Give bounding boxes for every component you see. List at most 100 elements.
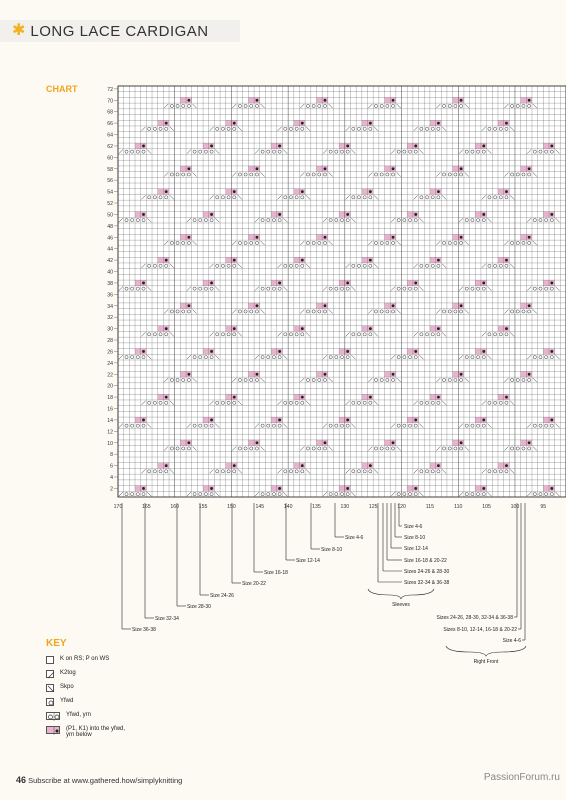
yfwd-mark bbox=[300, 126, 305, 131]
yfwd-mark bbox=[141, 286, 146, 291]
dot-mark bbox=[550, 350, 554, 353]
yfwd-mark bbox=[289, 400, 293, 405]
stitch-number: 155 bbox=[199, 504, 208, 510]
asterisk-icon: ✱ bbox=[12, 22, 26, 39]
row-number: 14 bbox=[107, 418, 113, 424]
yfwd-mark bbox=[255, 446, 259, 451]
size-label: Sizes 8-10, 12-14, 16-18 & 20-22 bbox=[443, 627, 517, 633]
yfwd-mark bbox=[493, 126, 497, 131]
k2tog-mark bbox=[232, 377, 237, 383]
skpo-mark bbox=[487, 423, 492, 428]
k2tog-mark bbox=[300, 309, 305, 314]
front-title: Right Front bbox=[474, 659, 499, 665]
dot-mark bbox=[187, 98, 191, 102]
k2tog-mark bbox=[300, 172, 305, 177]
dot-mark bbox=[278, 144, 282, 148]
yfwd-mark bbox=[175, 241, 180, 245]
skpo-mark bbox=[237, 400, 243, 406]
yfwd-mark bbox=[402, 423, 407, 428]
yfwd-mark bbox=[447, 446, 452, 451]
k2tog-mark bbox=[526, 149, 532, 154]
yfwd-mark bbox=[289, 126, 293, 131]
dot-mark bbox=[437, 121, 440, 125]
skpo-mark bbox=[555, 149, 560, 154]
yfwd-mark bbox=[226, 400, 231, 405]
row-number: 8 bbox=[110, 452, 113, 458]
dot-mark bbox=[527, 372, 531, 376]
yfwd-mark bbox=[294, 469, 299, 474]
yfwd-mark bbox=[430, 332, 435, 337]
k2tog-mark bbox=[481, 195, 486, 200]
yfwd-mark bbox=[532, 218, 537, 222]
yfwd-mark bbox=[527, 309, 531, 314]
row-number: 16 bbox=[107, 407, 113, 413]
yfwd-mark bbox=[187, 241, 191, 245]
yfwd-mark bbox=[328, 149, 333, 154]
dot-mark bbox=[323, 441, 327, 445]
yfwd-mark bbox=[255, 104, 259, 108]
size-label: Sizes 32-34 & 36-38 bbox=[404, 580, 450, 586]
yfwd-mark bbox=[351, 195, 356, 200]
yfwd-mark bbox=[260, 423, 265, 428]
dot-mark bbox=[300, 121, 304, 125]
yfwd-mark bbox=[357, 195, 361, 200]
skpo-mark bbox=[396, 377, 401, 383]
skpo-mark bbox=[373, 400, 379, 406]
k2tog-mark bbox=[232, 103, 237, 109]
yfwd-mark bbox=[515, 241, 520, 245]
dot-mark bbox=[278, 418, 282, 422]
yfwd-mark bbox=[345, 492, 350, 496]
yfwd-mark bbox=[413, 492, 418, 496]
yfwd-mark bbox=[238, 446, 242, 451]
yfwd-mark bbox=[260, 286, 265, 291]
dot-mark bbox=[368, 327, 372, 331]
yfwd-mark bbox=[209, 149, 214, 154]
yfwd-mark bbox=[311, 172, 316, 177]
dot-mark bbox=[437, 464, 440, 468]
skpo-mark bbox=[509, 263, 515, 269]
yfwd-mark bbox=[351, 400, 356, 405]
yfwd-mark bbox=[215, 400, 220, 405]
yfwd-mark bbox=[368, 469, 373, 474]
k2tog-icon bbox=[46, 670, 55, 679]
yfwd-mark bbox=[170, 446, 174, 451]
yfwd-mark bbox=[135, 218, 140, 222]
yfwd-mark bbox=[130, 492, 135, 496]
yfwd-mark bbox=[300, 469, 305, 474]
yfwd-mark bbox=[447, 309, 452, 314]
k2tog-mark bbox=[390, 286, 396, 291]
yfwd-mark bbox=[130, 355, 135, 359]
k2tog-mark bbox=[345, 400, 350, 406]
yfwd-mark bbox=[493, 332, 497, 337]
yfwd-mark bbox=[521, 446, 526, 451]
yfwd-mark bbox=[124, 218, 129, 222]
yfwd-mark bbox=[396, 423, 401, 428]
yfwd-mark bbox=[357, 263, 361, 268]
front-brace bbox=[445, 645, 527, 657]
yfwd-mark bbox=[476, 218, 480, 222]
yfwd-mark bbox=[232, 126, 237, 131]
yfwd-mark bbox=[209, 355, 214, 359]
yfwd-mark bbox=[226, 263, 231, 268]
chart-label: CHART bbox=[46, 84, 78, 94]
yfwd-mark bbox=[238, 378, 242, 382]
row-number: 32 bbox=[107, 315, 113, 321]
skpo-mark bbox=[464, 240, 469, 246]
skpo-mark bbox=[464, 446, 469, 451]
stitch-number: 110 bbox=[454, 504, 462, 510]
k2tog-mark bbox=[118, 286, 124, 291]
dot-mark bbox=[187, 372, 191, 376]
size-label: Size 16-18 & 20-22 bbox=[404, 558, 447, 564]
k2tog-mark bbox=[504, 309, 509, 314]
skpo-mark bbox=[532, 103, 538, 109]
yfwd-mark bbox=[436, 400, 441, 405]
dot-mark bbox=[210, 418, 213, 422]
yfwd-mark bbox=[226, 195, 231, 200]
yfwd-mark bbox=[266, 492, 271, 496]
yfwd-mark bbox=[311, 241, 316, 245]
yfwd-mark bbox=[260, 492, 265, 496]
skpo-mark bbox=[373, 469, 379, 474]
yfwd-mark bbox=[226, 469, 231, 474]
yfwd-mark bbox=[391, 172, 395, 177]
k2tog-mark bbox=[436, 240, 441, 246]
